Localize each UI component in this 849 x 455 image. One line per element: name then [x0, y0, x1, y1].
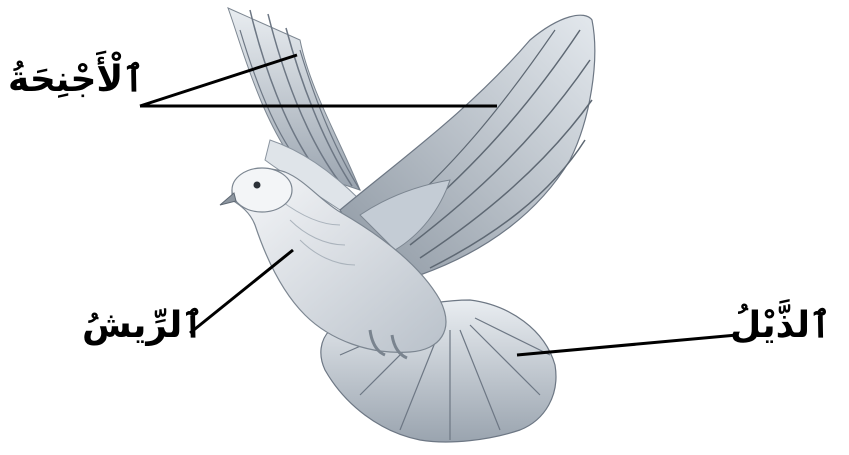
feathers-label: ٱلرِّيشُ	[82, 308, 203, 344]
feathers-pointer	[190, 250, 293, 333]
head	[220, 168, 292, 212]
eye	[254, 182, 261, 189]
tail-label: ٱلذَّيْلُ	[730, 308, 831, 344]
wings-label: ٱلْأَجْنِحَةُ	[8, 62, 144, 98]
beak	[220, 193, 236, 205]
tail-pointer	[517, 335, 737, 355]
